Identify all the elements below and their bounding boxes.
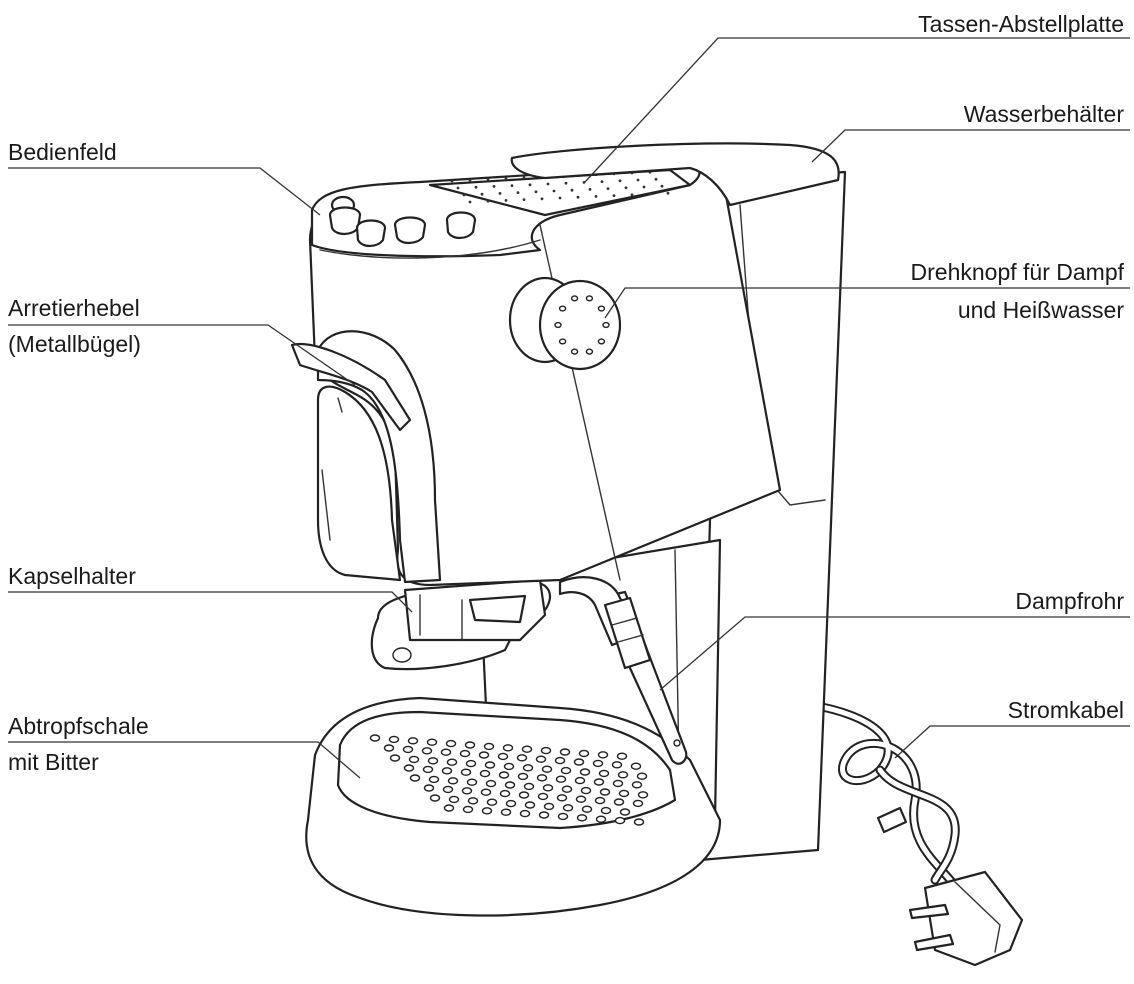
leader-water-tank: [811, 129, 1130, 163]
label-locking-lever-line2: (Metallbügel): [8, 331, 141, 357]
label-drip-tray-line1: Abtropfschale: [8, 713, 149, 739]
label-drip-tray-line2: mit Bitter: [8, 749, 99, 775]
cup-tray-dots: [450, 170, 670, 204]
label-steam-knob-line2: und Heißwasser: [958, 297, 1125, 323]
leader-drip-tray: [8, 741, 361, 779]
label-power-cable: Stromkabel: [1008, 697, 1124, 723]
steam-knob: [508, 276, 622, 371]
leader-steam-knob: [604, 287, 1130, 319]
power-cable-drawing: [807, 700, 1024, 967]
label-cup-tray: Tassen-Abstellplatte: [918, 11, 1124, 37]
label-locking-lever-line1: Arretierhebel: [8, 295, 140, 321]
label-steam-knob-line1: Drehknopf für Dampf: [911, 259, 1125, 285]
leader-steam-pipe: [659, 616, 1130, 691]
control-buttons: [328, 195, 477, 248]
label-capsule-holder: Kapselhalter: [8, 563, 136, 589]
leader-lines: [8, 37, 1130, 779]
machine-drawing: [290, 142, 847, 917]
label-water-tank: Wasserbehälter: [964, 101, 1125, 127]
labels: Tassen-Abstellplatte Wasserbehälter Bedi…: [8, 11, 1125, 775]
leader-power-cable: [894, 725, 1130, 759]
drip-tray-holes: [369, 734, 649, 826]
leader-cup-tray: [584, 37, 1130, 183]
label-control-panel: Bedienfeld: [8, 139, 117, 165]
leader-control-panel: [8, 167, 321, 216]
leader-locking-lever: [8, 324, 356, 386]
leader-capsule-holder: [8, 591, 413, 613]
label-steam-pipe: Dampfrohr: [1015, 588, 1124, 614]
